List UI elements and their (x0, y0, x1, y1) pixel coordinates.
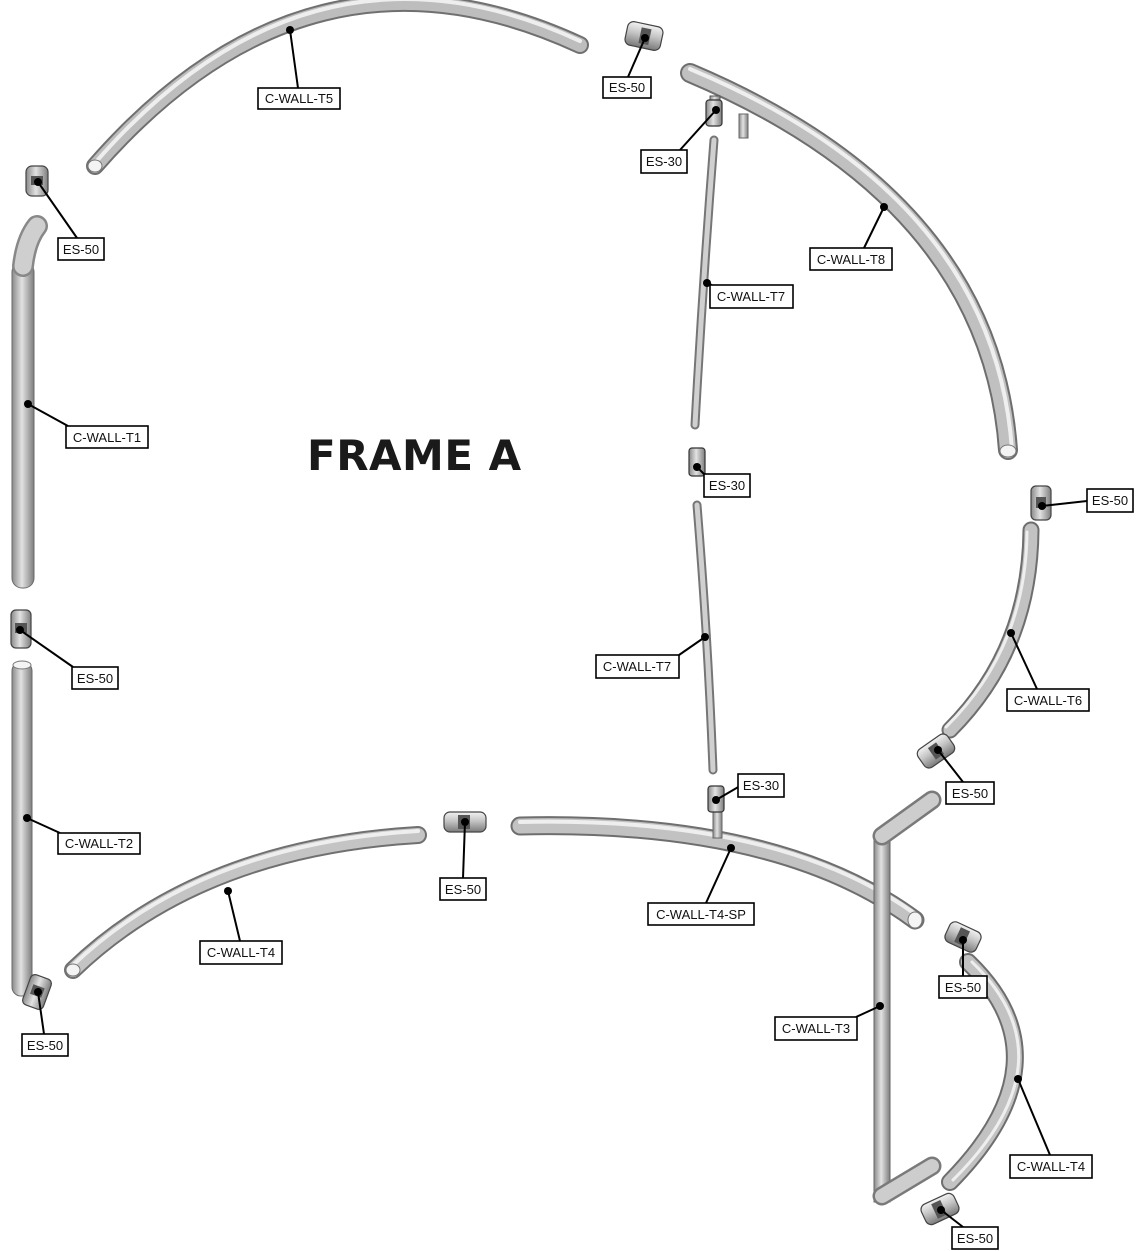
callout-c-wall-t5: C-WALL-T5 (257, 26, 341, 110)
callout-es50-left-bottom: ES-50 (21, 988, 69, 1057)
callout-c-wall-t2: C-WALL-T2 (23, 814, 141, 855)
callout-es50-right-low: ES-50 (938, 936, 988, 999)
callout-c-wall-t7-upper: C-WALL-T7 (703, 279, 794, 309)
svg-text:C-WALL-T6: C-WALL-T6 (1014, 693, 1082, 708)
callout-es50-right: ES-50 (1038, 488, 1134, 513)
callout-c-wall-t1: C-WALL-T1 (24, 400, 149, 449)
callout-es50-t6-bottom: ES-50 (934, 746, 995, 805)
svg-text:C-WALL-T7: C-WALL-T7 (603, 659, 671, 674)
svg-text:C-WALL-T4: C-WALL-T4 (207, 945, 275, 960)
callout-c-wall-t4-right: C-WALL-T4 (1009, 1075, 1093, 1179)
svg-text:C-WALL-T1: C-WALL-T1 (73, 430, 141, 445)
callout-es50-bottom: ES-50 (937, 1206, 999, 1250)
callout-es50-left-mid: ES-50 (16, 626, 119, 690)
svg-text:ES-50: ES-50 (952, 786, 988, 801)
svg-text:C-WALL-T5: C-WALL-T5 (265, 91, 333, 106)
tube-c-wall-t2 (11, 660, 33, 997)
svg-text:C-WALL-T2: C-WALL-T2 (65, 836, 133, 851)
svg-text:ES-50: ES-50 (77, 671, 113, 686)
callout-es50-left-top: ES-50 (34, 178, 105, 261)
callout-es30-mid: ES-30 (693, 463, 751, 498)
svg-text:C-WALL-T3: C-WALL-T3 (782, 1021, 850, 1036)
svg-text:ES-50: ES-50 (609, 80, 645, 95)
callout-es30-bottom: ES-30 (712, 773, 785, 804)
callout-c-wall-t4-left: C-WALL-T4 (199, 887, 283, 965)
tube-c-wall-t4-right (941, 953, 1024, 1191)
tube-c-wall-t8 (680, 63, 1018, 460)
callout-es50-center: ES-50 (439, 818, 487, 901)
tube-c-wall-t6 (941, 521, 1040, 739)
svg-text:C-WALL-T8: C-WALL-T8 (817, 252, 885, 267)
svg-text:ES-50: ES-50 (957, 1231, 993, 1246)
tube-c-wall-t5 (86, 0, 589, 175)
svg-text:ES-30: ES-30 (743, 778, 779, 793)
svg-text:C-WALL-T7: C-WALL-T7 (717, 289, 785, 304)
svg-text:ES-30: ES-30 (709, 478, 745, 493)
callout-c-wall-t8: C-WALL-T8 (809, 203, 893, 271)
svg-text:ES-50: ES-50 (445, 882, 481, 897)
svg-text:ES-50: ES-50 (945, 980, 981, 995)
tube-c-wall-t4-left (64, 826, 427, 979)
frame-title: FRAME A (307, 431, 522, 480)
callout-c-wall-t3: C-WALL-T3 (774, 1002, 884, 1041)
svg-text:ES-30: ES-30 (646, 154, 682, 169)
svg-text:C-WALL-T4: C-WALL-T4 (1017, 1159, 1085, 1174)
callout-es50-top: ES-50 (602, 34, 652, 99)
tube-c-wall-t3 (872, 790, 942, 1206)
svg-text:ES-50: ES-50 (1092, 493, 1128, 508)
svg-text:ES-50: ES-50 (63, 242, 99, 257)
svg-text:C-WALL-T4-SP: C-WALL-T4-SP (656, 907, 746, 922)
svg-text:ES-50: ES-50 (27, 1038, 63, 1053)
callout-c-wall-t4-sp: C-WALL-T4-SP (647, 844, 755, 926)
callout-c-wall-t6: C-WALL-T6 (1006, 629, 1090, 712)
connector-es30-mid (688, 447, 706, 477)
tube-c-wall-t1 (11, 215, 48, 589)
callout-es30-top: ES-30 (640, 106, 720, 174)
callout-c-wall-t7-lower: C-WALL-T7 (595, 633, 709, 679)
